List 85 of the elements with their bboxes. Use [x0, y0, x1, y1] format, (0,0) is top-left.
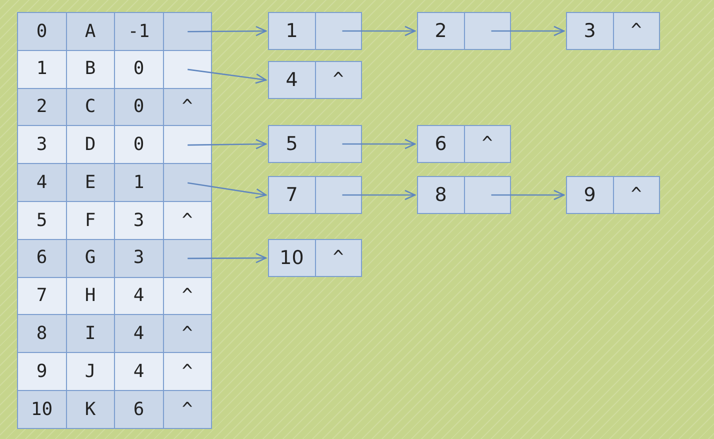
- arrow: [342, 138, 416, 150]
- arrow: [342, 190, 416, 200]
- vertex-letter: H: [84, 287, 96, 306]
- vertex-letter: B: [84, 60, 96, 78]
- arrow: [188, 138, 267, 150]
- list-node: [417, 176, 511, 214]
- arrow: [188, 68, 267, 84]
- row-index: 6: [36, 249, 48, 268]
- parent-index: 0: [133, 136, 144, 154]
- null-marker: ^: [182, 287, 193, 306]
- parent-index: 4: [133, 287, 144, 306]
- vertex-letter: G: [84, 249, 96, 268]
- row-index: 8: [36, 325, 48, 344]
- row-index: 1: [36, 60, 48, 78]
- table-row: [17, 201, 212, 240]
- vertex-letter: E: [84, 174, 96, 192]
- null-marker: ^: [182, 98, 193, 116]
- null-marker: ^: [482, 135, 493, 153]
- null-marker: ^: [182, 325, 193, 344]
- child-index: 1: [286, 22, 298, 40]
- child-index: 4: [286, 70, 298, 90]
- table-row: [17, 238, 212, 278]
- table-row: [17, 352, 212, 392]
- vertex-letter: F: [84, 212, 96, 230]
- table-row: [17, 390, 212, 430]
- row-index: 9: [36, 362, 48, 381]
- list-node: [566, 12, 660, 50]
- null-marker: ^: [630, 22, 642, 40]
- vertex-letter: I: [84, 325, 96, 344]
- table-row: [17, 50, 212, 90]
- parent-index: 1: [133, 174, 144, 192]
- null-marker: ^: [332, 71, 344, 89]
- table-row: [17, 314, 212, 354]
- list-node: [566, 176, 660, 214]
- table-row: [17, 12, 212, 52]
- arrow: [188, 182, 267, 199]
- list-node: [268, 125, 362, 163]
- arrow: [342, 26, 416, 36]
- row-index: 4: [36, 174, 48, 192]
- list-node: [417, 125, 511, 163]
- list-node: [417, 12, 511, 50]
- arrow: [188, 26, 267, 36]
- table-row: [17, 163, 212, 202]
- null-marker: ^: [630, 186, 642, 204]
- null-marker: ^: [332, 249, 344, 267]
- row-index: 10: [30, 400, 53, 419]
- arrow: [491, 26, 565, 36]
- arrow: [188, 252, 267, 264]
- table-row: [17, 88, 212, 127]
- arrow: [491, 190, 565, 200]
- null-marker: ^: [182, 362, 193, 381]
- parent-index: 0: [133, 60, 144, 78]
- child-index: 3: [584, 22, 596, 40]
- list-node: [268, 239, 362, 277]
- parent-index: 3: [133, 212, 144, 230]
- child-index: 9: [584, 186, 596, 204]
- child-index: 5: [286, 134, 298, 154]
- child-index: 6: [434, 134, 447, 154]
- list-node: [268, 12, 362, 50]
- null-marker: ^: [182, 212, 193, 230]
- row-index: 0: [36, 22, 48, 41]
- child-index: 8: [434, 186, 447, 204]
- vertex-letter: D: [84, 136, 96, 154]
- row-index: 3: [36, 136, 48, 154]
- child-index: 10: [280, 248, 304, 268]
- list-node: [268, 61, 362, 99]
- null-marker: ^: [182, 400, 193, 419]
- table-row: [17, 125, 212, 165]
- row-index: 2: [36, 98, 48, 116]
- parent-index: -1: [128, 22, 150, 41]
- child-index: 7: [286, 186, 298, 204]
- parent-index: 6: [133, 400, 144, 419]
- row-index: 5: [36, 212, 48, 230]
- parent-index: 3: [133, 249, 144, 268]
- vertex-letter: J: [84, 362, 96, 381]
- parent-index: 0: [133, 98, 144, 116]
- table-row: [17, 276, 212, 316]
- vertex-letter: C: [84, 98, 96, 116]
- vertex-letter: K: [84, 400, 96, 419]
- parent-index: 4: [133, 362, 144, 381]
- vertex-letter: A: [84, 22, 96, 41]
- row-index: 7: [36, 287, 48, 306]
- child-index: 2: [434, 22, 447, 40]
- parent-index: 4: [133, 325, 144, 344]
- list-node: [268, 176, 362, 214]
